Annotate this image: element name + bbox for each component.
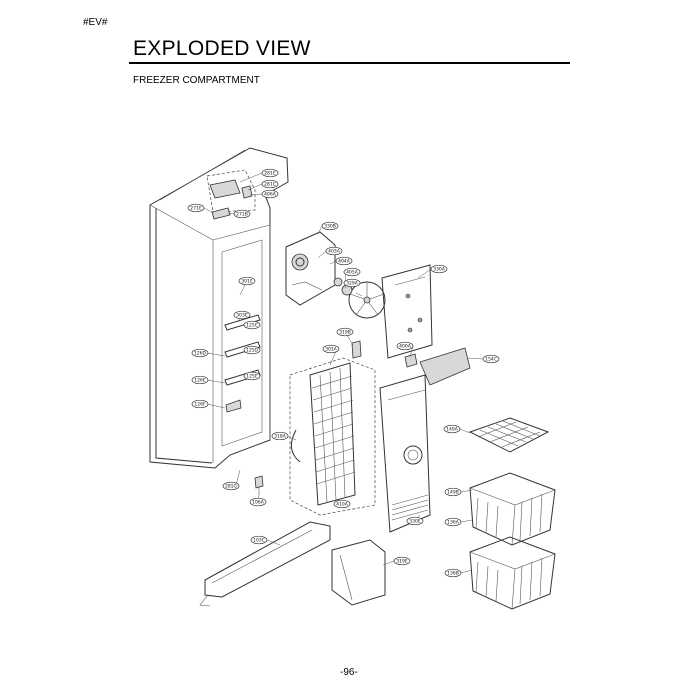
drain-tray	[199, 521, 331, 607]
callout-label: 330E	[409, 519, 421, 525]
callout-label: 103C	[253, 538, 265, 544]
freezer-cabinet-liner	[149, 147, 289, 469]
callout-301e: 301E	[238, 276, 256, 286]
callout-125d: 125D	[243, 345, 261, 355]
wire-shelf	[468, 417, 550, 453]
callout-label: 125E	[246, 374, 258, 380]
callout-126d: 126D	[191, 348, 209, 358]
callout-330e: 330E	[406, 516, 424, 526]
callout-label: 271B	[236, 212, 248, 218]
callout-318a: 318A	[271, 431, 289, 441]
page-number: -96-	[340, 667, 358, 678]
callout-125e: 125E	[243, 371, 261, 381]
callout-406a: 406A	[261, 189, 279, 199]
callout-label: 319E	[396, 559, 408, 565]
callout-label: 329A	[346, 281, 359, 287]
callout-label: 126E	[194, 378, 206, 384]
callout-label: 406A	[264, 192, 277, 198]
small-clip	[351, 340, 362, 359]
callout-label: 301A	[325, 347, 338, 353]
lower-shroud	[331, 539, 386, 606]
section-subtitle: FREEZER COMPARTMENT	[133, 75, 260, 86]
bolt	[254, 475, 264, 495]
callout-label: 126F	[194, 402, 206, 408]
callout-149a: 149A	[443, 424, 461, 434]
callout-label: 154C	[485, 357, 497, 363]
evaporator-assembly	[289, 357, 376, 516]
top-component-group	[206, 169, 256, 220]
callout-label: 106A	[252, 500, 265, 506]
lower-basket	[469, 536, 556, 610]
callout-281g: 281G	[222, 481, 240, 491]
callout-271b: 271B	[233, 209, 251, 219]
callout-303e: 303E	[233, 310, 251, 320]
callout-281c: 281C	[261, 179, 279, 189]
callout-154c: 154C	[482, 354, 500, 364]
callout-329a: 329A	[343, 278, 361, 288]
callout-330a: 330A	[430, 264, 448, 274]
upper-basket	[469, 472, 556, 546]
callout-149b: 149B	[444, 487, 462, 497]
callout-label: 319B	[339, 330, 351, 336]
fan-blade	[333, 277, 386, 319]
callout-label: 125C	[246, 323, 258, 329]
callout-405a: 405A	[343, 267, 361, 277]
callout-label: 330A	[433, 267, 446, 273]
callout-126f: 126F	[191, 399, 209, 409]
callout-label: 149A	[446, 427, 459, 433]
callout-103c: 103C	[250, 535, 268, 545]
callout-label: 318A	[274, 434, 287, 440]
callout-271e: 271E	[187, 203, 205, 213]
page-title: EXPLODED VIEW	[133, 37, 311, 60]
callout-106a: 106A	[249, 497, 267, 507]
callout-label: 400A	[399, 344, 412, 350]
callout-label: 281C	[264, 182, 276, 188]
callout-label: 271E	[190, 206, 202, 212]
callout-125c: 125C	[243, 320, 261, 330]
callouts: 281E 281C 406A 271E 271B 330B 403A 404A	[187, 168, 500, 578]
callout-label: 136A	[447, 520, 460, 526]
callout-136b: 136B	[444, 568, 462, 578]
callout-label: 126D	[194, 351, 207, 357]
callout-label: 125D	[246, 348, 259, 354]
callout-label: 136B	[447, 571, 459, 577]
callout-label: 301E	[241, 279, 253, 285]
callout-404a: 404A	[335, 256, 353, 266]
callout-label: 281G	[225, 484, 238, 490]
callout-319b: 319B	[336, 327, 354, 337]
callout-126e: 126E	[191, 375, 209, 385]
duct-cover	[379, 374, 431, 533]
callout-label: 281E	[264, 171, 276, 177]
callout-label: 405A	[346, 270, 359, 276]
callout-label: 149B	[447, 490, 459, 496]
callout-319e: 319E	[393, 556, 411, 566]
rear-cover-plate	[381, 264, 433, 359]
callout-400a: 400A	[396, 341, 414, 351]
document-tag: #EV#	[83, 17, 108, 28]
fan-motor-bracket	[285, 231, 336, 306]
callout-330b: 330B	[321, 221, 339, 231]
callout-label: 303E	[236, 313, 248, 319]
callout-301a: 301A	[322, 344, 340, 354]
callout-136a: 136A	[444, 517, 462, 527]
callout-label: 410A	[336, 502, 349, 508]
callout-label: 404A	[338, 259, 351, 265]
title-underline	[129, 62, 570, 64]
callout-label: 330B	[324, 224, 336, 230]
callout-281e: 281E	[261, 168, 279, 178]
callout-403a: 403A	[325, 246, 343, 256]
top-duct	[404, 347, 471, 386]
callout-410a: 410A	[333, 499, 351, 509]
callout-label: 403A	[328, 249, 341, 255]
